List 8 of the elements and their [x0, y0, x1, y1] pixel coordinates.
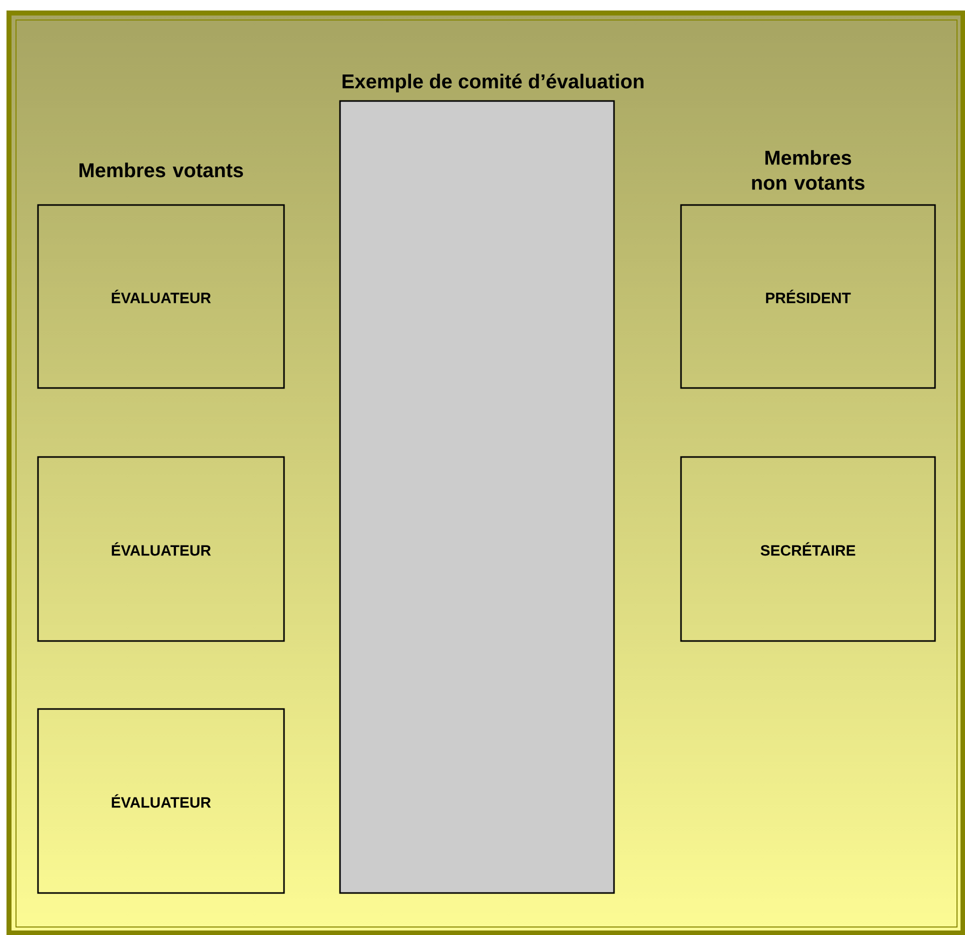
title: Exemple de comité d’évaluation — [342, 74, 644, 92]
column-heading: Membres votants — [80, 162, 243, 178]
table-block — [339, 100, 615, 894]
role-box: ÉVALUATEUR — [37, 204, 285, 389]
role-box: SECRÉTAIRE — [680, 456, 936, 642]
role-box: PRÉSIDENT — [680, 204, 936, 389]
role-box: ÉVALUATEUR — [37, 456, 285, 642]
role-box: ÉVALUATEUR — [37, 708, 285, 894]
